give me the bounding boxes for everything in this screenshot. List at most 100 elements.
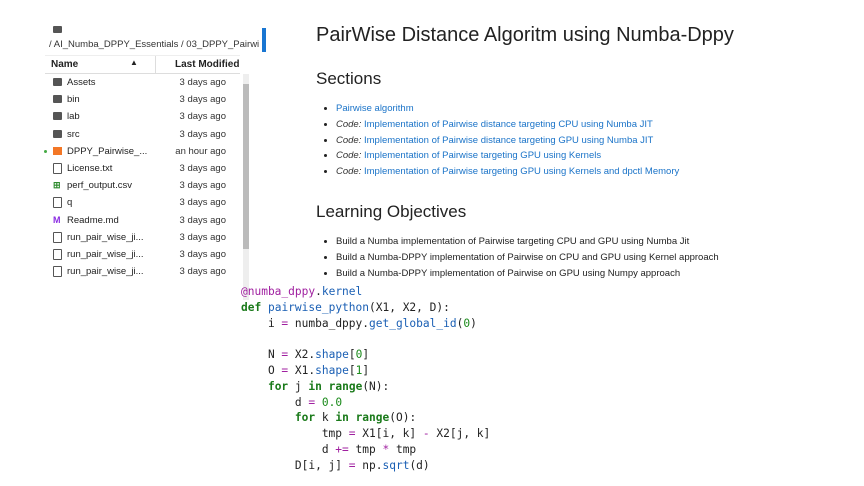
objective-item: Build a Numba-DPPY implementation of Pai… xyxy=(336,250,836,266)
code-line: i = numba_dppy.get_global_id(0) xyxy=(241,316,490,332)
scrollbar-thumb[interactable] xyxy=(243,84,249,249)
section-item: Code: Implementation of Pairwise distanc… xyxy=(336,133,836,149)
code-token xyxy=(322,380,329,393)
code-line: d += tmp * tmp xyxy=(241,442,490,458)
code-token: numba_dppy. xyxy=(288,316,369,330)
file-icon xyxy=(53,248,62,260)
file-modified: 3 days ago xyxy=(179,94,226,106)
file-name: bin xyxy=(67,94,80,106)
file-row[interactable]: src 3 days ago xyxy=(45,126,240,143)
file-modified: 3 days ago xyxy=(179,162,226,174)
sort-arrow-icon[interactable]: ▲ xyxy=(130,58,138,67)
section-link[interactable]: Implementation of Pairwise targeting GPU… xyxy=(364,150,602,162)
code-line: for k in range(O): xyxy=(241,410,490,426)
file-list-header: Name ▲ Last Modified xyxy=(45,55,240,74)
code-token: = xyxy=(281,348,289,362)
section-link[interactable]: Implementation of Pairwise targeting GPU… xyxy=(364,166,680,178)
code-line xyxy=(241,331,490,347)
section-item: Code: Implementation of Pairwise targeti… xyxy=(336,148,836,164)
file-icon xyxy=(53,266,62,278)
code-label: Code: xyxy=(336,118,362,130)
folder-icon xyxy=(53,95,62,104)
code-token: (O): xyxy=(389,411,417,425)
code-token: 1 xyxy=(355,363,363,377)
code-token: shape xyxy=(315,348,349,362)
code-token: ] xyxy=(362,348,370,362)
file-icon xyxy=(53,231,62,243)
file-icon xyxy=(53,197,62,209)
file-name: Assets xyxy=(67,77,96,88)
breadcrumb[interactable]: / AI_Numba_DPPY_Essentials / 03_DPPY_Pai… xyxy=(49,39,260,50)
section-item: Code: Implementation of Pairwise distanc… xyxy=(336,117,836,133)
code-token: - xyxy=(422,427,430,441)
code-token: tmp xyxy=(348,442,383,456)
file-name: License.txt xyxy=(67,162,113,174)
file-row[interactable]: bin 3 days ago xyxy=(45,91,240,108)
file-modified: 3 days ago xyxy=(179,128,226,140)
section-link[interactable]: Implementation of Pairwise distance targ… xyxy=(364,118,653,130)
code-token: X1[i, k] xyxy=(355,427,423,441)
code-token: j xyxy=(288,379,309,393)
code-token: i xyxy=(241,316,282,330)
code-token xyxy=(241,411,295,424)
folder-icon[interactable] xyxy=(53,26,62,33)
code-line: for j in range(N): xyxy=(241,379,490,395)
file-modified: 3 days ago xyxy=(179,111,226,123)
code-token: [ xyxy=(348,363,356,377)
file-modified: 3 days ago xyxy=(179,180,226,192)
code-token: in xyxy=(308,379,322,393)
markdown-icon: M xyxy=(53,214,61,225)
file-modified: an hour ago xyxy=(175,145,226,157)
file-name: src xyxy=(67,128,80,140)
code-line: D[i, j] = np.sqrt(d) xyxy=(241,458,490,474)
code-token: def xyxy=(241,300,262,314)
code-token: range xyxy=(328,379,363,393)
section-link[interactable]: Implementation of Pairwise distance targ… xyxy=(364,134,654,146)
objective-item: Build a Numba-DPPY implementation of Pai… xyxy=(336,266,836,282)
section-link[interactable]: Pairwise algorithm xyxy=(336,103,414,114)
code-line: @numba_dppy.kernel xyxy=(241,284,490,300)
code-token: D[i, j] xyxy=(241,458,349,472)
code-token: for xyxy=(294,411,316,425)
file-row[interactable]: run_pair_wise_ji...3 days ago xyxy=(45,263,240,280)
sections-list: Pairwise algorithmCode: Implementation o… xyxy=(316,101,836,180)
spreadsheet-icon: ⊞ xyxy=(53,180,61,191)
code-token: X2[j, k] xyxy=(429,427,491,441)
column-name[interactable]: Name xyxy=(51,59,79,70)
file-row[interactable]: run_pair_wise_ji...3 days ago xyxy=(45,229,240,246)
code-token: += xyxy=(335,442,349,456)
code-token: @numba_dppy xyxy=(241,285,316,298)
code-token: 0 xyxy=(355,348,363,362)
file-row[interactable]: License.txt 3 days ago xyxy=(45,160,240,177)
code-token: pairwise_python xyxy=(267,300,370,314)
code-line: O = X1.shape[1] xyxy=(241,363,490,379)
code-line: tmp = X1[i, k] - X2[j, k] xyxy=(241,426,490,442)
code-token xyxy=(241,380,268,393)
folder-icon xyxy=(53,112,62,121)
code-token: N xyxy=(241,348,282,362)
code-token: get_global_id xyxy=(369,316,457,330)
code-token: (N): xyxy=(362,379,390,393)
code-token: . xyxy=(315,285,322,298)
file-modified: 3 days ago xyxy=(179,248,226,260)
column-last-modified[interactable]: Last Modified xyxy=(175,59,240,70)
code-token: ] xyxy=(362,363,370,377)
objective-item: Build a Numba implementation of Pairwise… xyxy=(336,234,836,250)
folder-icon xyxy=(53,78,62,86)
section-item: Code: Implementation of Pairwise targeti… xyxy=(336,164,836,180)
file-row[interactable]: run_pair_wise_ji...3 days ago xyxy=(45,246,240,263)
file-row[interactable]: DPPY_Pairwise_...an hour ago xyxy=(44,143,240,160)
file-modified: 3 days ago xyxy=(179,266,226,278)
code-token: ) xyxy=(470,316,477,330)
file-name: run_pair_wise_ji... xyxy=(67,231,144,243)
active-cell-indicator xyxy=(262,28,266,52)
file-icon xyxy=(53,162,62,174)
section-item: Pairwise algorithm xyxy=(336,101,836,117)
file-browser: / AI_Numba_DPPY_Essentials / 03_DPPY_Pai… xyxy=(44,22,259,300)
